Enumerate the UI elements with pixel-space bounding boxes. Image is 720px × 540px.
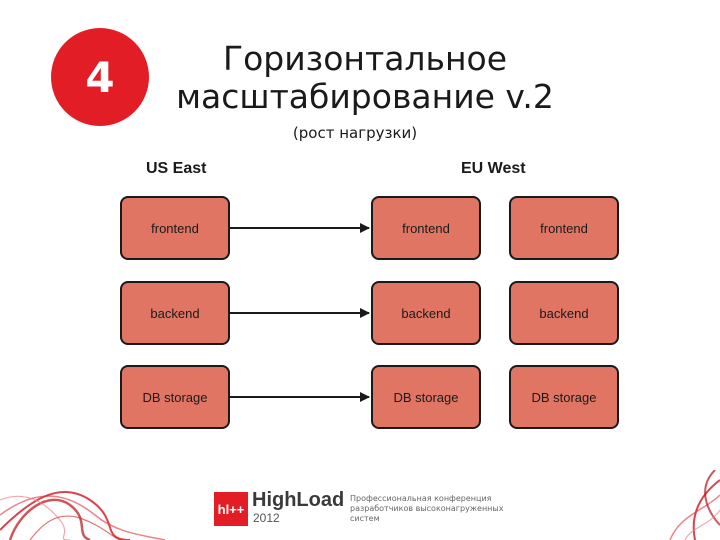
highload-logo-mark: hl++: [214, 492, 248, 526]
region-label-us-east: US East: [146, 160, 207, 177]
slide-title-line2: масштабирование v.2: [176, 77, 554, 116]
node-eu-west-db-storage-2: DB storage: [509, 365, 619, 429]
node-eu-west-frontend-2: frontend: [509, 196, 619, 260]
highload-logo-year: 2012: [253, 511, 280, 525]
node-eu-west-backend-1: backend: [371, 281, 481, 345]
conference-line-1: Профессиональная конференция: [350, 494, 492, 503]
slide-subtitle: (рост нагрузки): [292, 124, 418, 142]
node-eu-west-backend-2: backend: [509, 281, 619, 345]
node-us-east-frontend: frontend: [120, 196, 230, 260]
node-eu-west-frontend-1: frontend: [371, 196, 481, 260]
conference-line-2: разработчиков высоконагруженных: [350, 504, 504, 513]
region-label-eu-west: EU West: [461, 160, 526, 177]
decorative-swirl-left: [0, 490, 166, 540]
node-eu-west-db-storage-1: DB storage: [371, 365, 481, 429]
decorative-swirl-right: [669, 470, 720, 540]
slide-number-badge: 4: [51, 28, 149, 126]
conference-line-3: систем: [350, 514, 380, 523]
slide-title: Горизонтальное масштабирование v.2: [150, 40, 580, 116]
node-us-east-db-storage: DB storage: [120, 365, 230, 429]
node-us-east-backend: backend: [120, 281, 230, 345]
highload-logo-name: HighLoad: [252, 489, 345, 511]
slide-title-line1: Горизонтальное: [222, 39, 508, 78]
conference-description: Профессиональная конференция разработчик…: [350, 494, 530, 524]
